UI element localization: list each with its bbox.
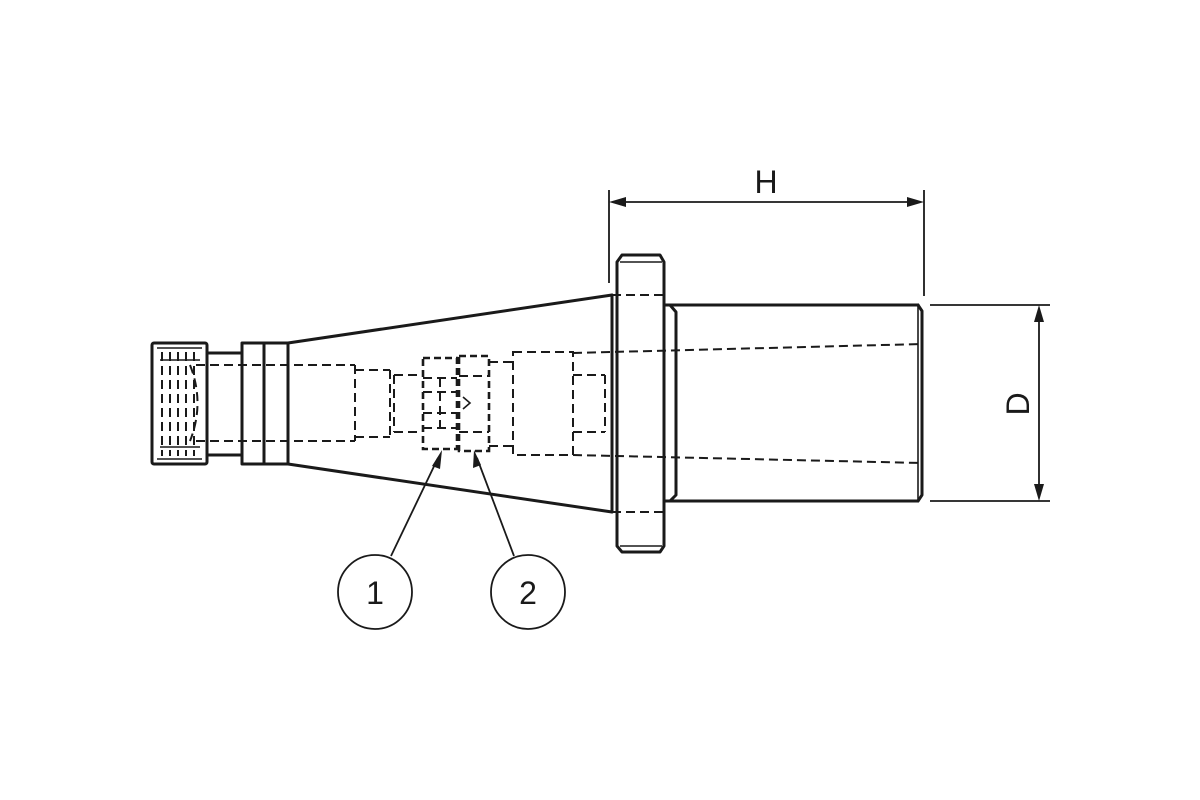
dimension-h-label: H (754, 164, 777, 200)
collet-nut (150, 341, 209, 466)
callout-2-circle (490, 554, 566, 630)
neck-and-collar (205, 341, 290, 466)
callout-2-label: 2 (519, 575, 537, 611)
callout-1-label: 1 (366, 575, 384, 611)
screw-1-hidden (421, 356, 459, 451)
flange (615, 253, 666, 554)
dimension-h: H (608, 164, 925, 296)
hidden-internal-bore (196, 294, 923, 513)
callout-1-arrowhead (432, 450, 442, 469)
arrowhead-right (907, 197, 924, 207)
dimension-d: D (930, 304, 1050, 502)
callout-2: 2 (473, 450, 566, 630)
callout-1-circle (337, 554, 413, 630)
screw-2-hidden (457, 354, 491, 453)
arrowhead-bottom (1034, 484, 1044, 501)
callout-1: 1 (337, 450, 442, 630)
taper-body (286, 293, 614, 514)
cylindrical-shank (662, 303, 924, 503)
arrowhead-top (1034, 305, 1044, 322)
arrowhead-left (609, 197, 626, 207)
callout-2-arrowhead (473, 450, 481, 468)
dimension-d-label: D (1000, 392, 1036, 415)
